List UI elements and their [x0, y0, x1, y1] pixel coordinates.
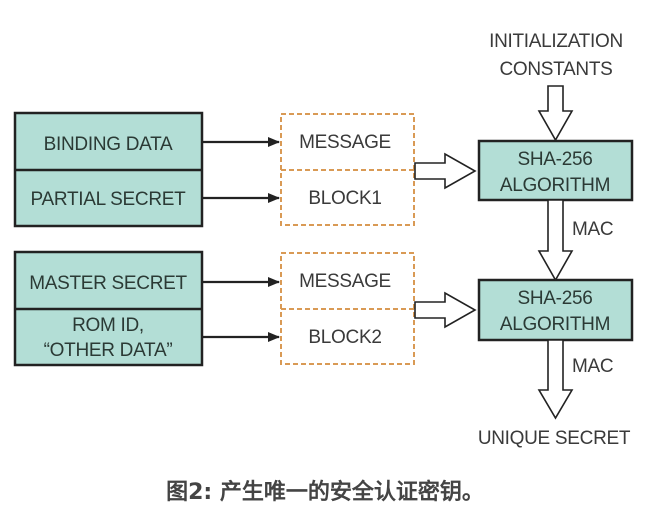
sha2-line2: ALGORITHM: [500, 314, 610, 335]
init-constants-line2: CONSTANTS: [499, 59, 612, 80]
group1-input-box: [13, 111, 204, 228]
mac-label-2: MAC: [572, 356, 613, 377]
sha2-line1: SHA-256: [518, 288, 593, 309]
mac-arrow-1: [537, 199, 574, 282]
group1-message-block: [280, 113, 415, 226]
input-partial-secret: PARTIAL SECRET: [31, 189, 187, 210]
sha1-line1: SHA-256: [518, 149, 593, 170]
arrow-block1-to-sha1: [414, 152, 477, 190]
input-rom-id: ROM ID,: [72, 315, 144, 336]
block2-label: BLOCK2: [308, 327, 381, 348]
mac-label-1: MAC: [572, 219, 613, 240]
sha1-line2: ALGORITHM: [500, 175, 610, 196]
mac-arrow-2: [537, 339, 574, 420]
input-master-secret: MASTER SECRET: [29, 273, 187, 294]
arrow-block2-to-sha2: [414, 291, 477, 329]
figure-caption: 图2: 产生唯一的安全认证密钥。: [166, 480, 484, 505]
sha256-box-1: [477, 139, 634, 202]
message-label-2: MESSAGE: [299, 271, 391, 292]
input-other-data: “OTHER DATA”: [44, 340, 173, 361]
sha256-box-2: [477, 278, 634, 342]
block1-label: BLOCK1: [308, 188, 381, 209]
message-label-1: MESSAGE: [299, 132, 391, 153]
init-constants-arrow: [537, 85, 574, 142]
unique-secret-label: UNIQUE SECRET: [478, 428, 631, 449]
group2-input-box: [13, 250, 204, 367]
input-binding-data: BINDING DATA: [44, 134, 173, 155]
init-constants-line1: INITIALIZATION: [489, 31, 623, 52]
group2-message-block: [280, 252, 415, 365]
